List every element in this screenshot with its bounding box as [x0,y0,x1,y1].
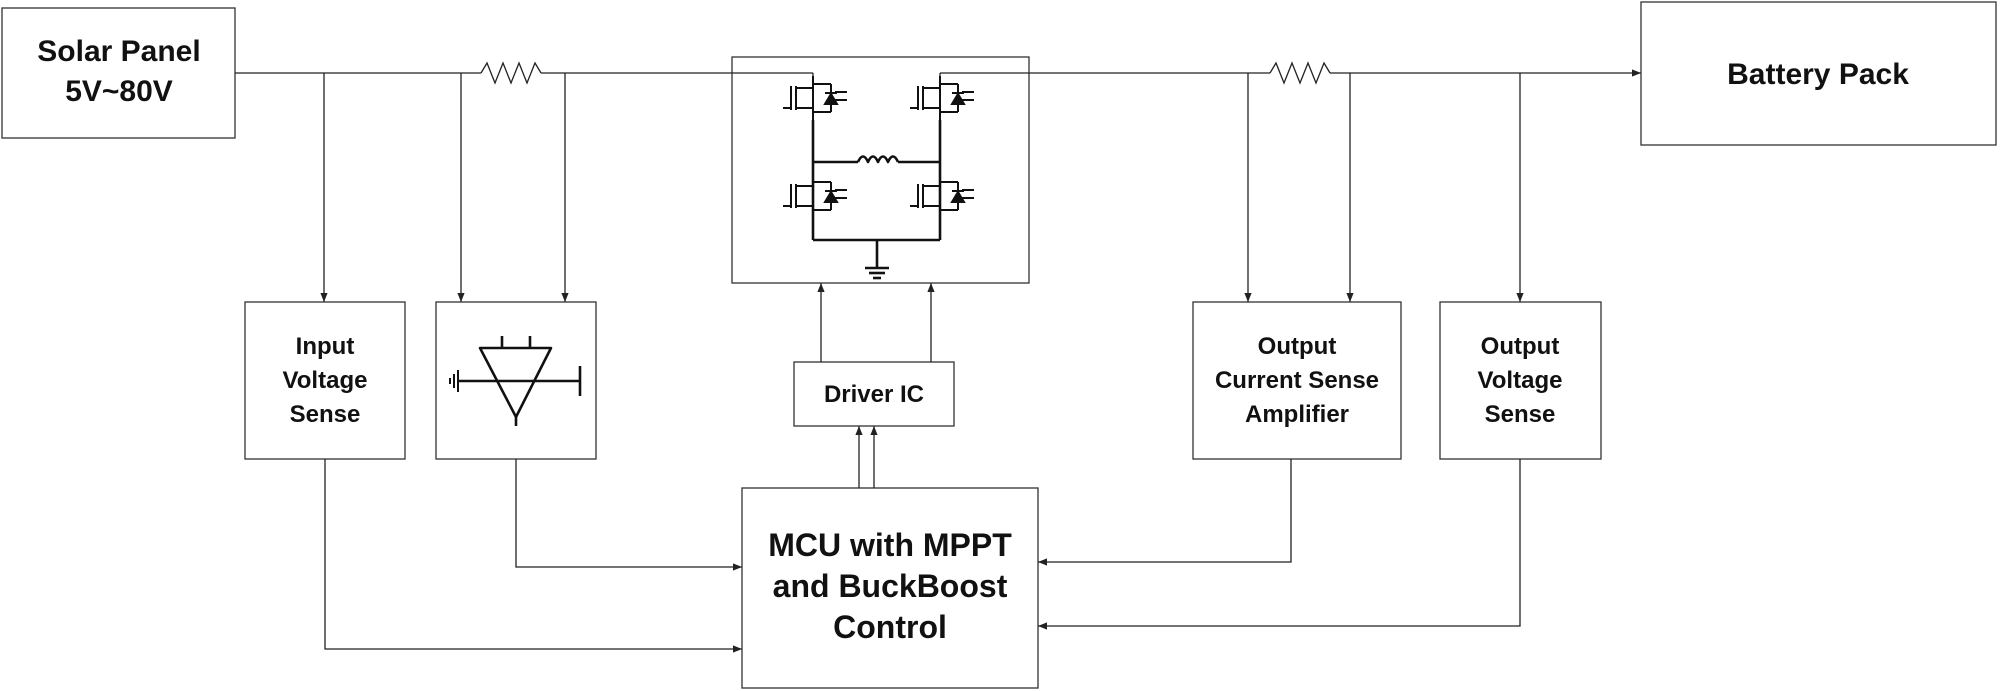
output-current-sense-label-3: Amplifier [1245,401,1349,428]
output-voltage-to-mcu [1038,459,1521,630]
mcu-label-1: MCU with MPPT [768,527,1012,563]
input-current-to-mcu [515,459,742,571]
input-voltage-sense-block: Input Voltage Sense [244,301,406,460]
output-voltage-sense-label-2: Voltage [1478,367,1563,394]
output-shunt-resistor-icon [1269,61,1331,85]
input-voltage-sense-label-1: Input [296,333,355,360]
mosfet-group [783,76,974,218]
output-current-sense-amplifier-block: Output Current Sense Amplifier [1192,301,1402,460]
power-stage-block [731,56,1030,284]
driver-ic-label: Driver IC [824,381,924,408]
output-current-sense-label-2: Current Sense [1215,367,1379,394]
mosfet-icon [910,76,974,120]
inductor-icon [856,155,900,164]
mcu-block: MCU with MPPT and BuckBoost Control [741,487,1039,689]
mcu-label-3: Control [833,609,947,645]
op-amp-icon [449,336,582,426]
solar-panel-block: Solar Panel 5V~80V [1,7,236,139]
output-current-to-mcu [1038,459,1292,566]
input-voltage-sense-label-2: Voltage [283,367,368,394]
input-shunt-resistor-icon [480,61,542,85]
mosfet-icon [910,174,974,218]
input-current-sense-amplifier-block [435,301,597,460]
output-voltage-sense-label-1: Output [1481,333,1560,360]
mosfet-icon [783,174,847,218]
mcu-label-2: and BuckBoost [773,568,1008,604]
output-voltage-sense-block: Output Voltage Sense [1439,301,1602,460]
output-current-sense-label-1: Output [1258,333,1337,360]
solar-panel-voltage-label: 5V~80V [65,75,173,108]
output-rail [939,61,1641,95]
battery-pack-label: Battery Pack [1727,58,1909,91]
input-voltage-to-mcu [324,459,742,653]
battery-pack-block: Battery Pack [1640,1,1997,146]
input-voltage-sense-label-3: Sense [290,401,361,428]
driver-ic-block: Driver IC [793,361,955,427]
mosfet-icon [783,76,847,120]
input-rail [235,61,814,95]
solar-panel-label: Solar Panel [37,35,200,68]
output-voltage-sense-label-3: Sense [1485,401,1556,428]
